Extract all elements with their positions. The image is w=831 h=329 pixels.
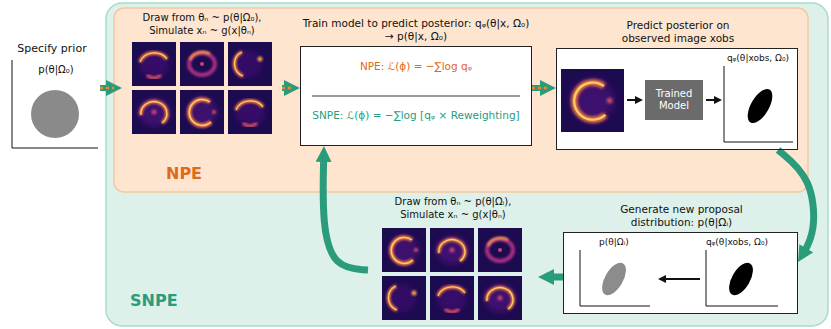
flow-arrow xyxy=(282,85,292,91)
connector-group xyxy=(282,88,292,89)
figure-part xyxy=(228,42,272,86)
small-arrow xyxy=(627,99,641,101)
posterior-ellipse xyxy=(743,85,778,127)
posterior-ellipse xyxy=(724,259,758,299)
trained-model-box: Trained Model xyxy=(645,80,703,120)
small-arrow xyxy=(660,278,700,280)
training-box: Train model to predict posterior: qᵩ(θ|x… xyxy=(300,46,532,146)
flow-arrow xyxy=(546,274,563,281)
step-heading: Generate new proposal distribution: p(θ|… xyxy=(614,203,749,229)
step-heading: Train model to predict posterior: qᵩ(θ|x… xyxy=(301,17,531,43)
connector-group xyxy=(323,154,368,270)
arrow-dash xyxy=(282,87,292,90)
plot-axes xyxy=(724,66,793,142)
figure-part xyxy=(228,90,272,134)
plot-label: p(θ|Ωᵢ) xyxy=(578,237,650,248)
plot-axes xyxy=(580,250,650,306)
prior-disc xyxy=(31,90,79,138)
lens-image-grid xyxy=(382,228,522,320)
arrow-dash xyxy=(532,87,548,90)
box-fill xyxy=(563,232,798,314)
npe-region-fill xyxy=(114,8,808,192)
divider-line xyxy=(312,96,520,97)
figure-part xyxy=(382,276,426,320)
lens-image-grid xyxy=(132,42,272,134)
figure-part xyxy=(132,42,176,86)
plot-label: p(θ|Ω₀) xyxy=(12,64,100,77)
small-arrow xyxy=(706,99,720,101)
connector-group xyxy=(546,277,563,278)
simulation-panel: Draw from θₙ ~ p(θ|Ω₀), Simulate xₙ ~ g(… xyxy=(122,12,282,142)
figure-part xyxy=(478,228,522,272)
loss-formula: NPE: ℒ(ϕ) = −∑log qᵩ xyxy=(301,60,531,73)
proposal-box: Generate new proposal distribution: p(θ|… xyxy=(563,232,798,314)
plot-label: qᵩ(θ|xobs, Ω₀) xyxy=(720,53,796,64)
step-heading: Draw from θₙ ~ p(θ|Ω₀), Simulate xₙ ~ g(… xyxy=(127,12,277,37)
connector-group xyxy=(778,150,814,255)
figure-part xyxy=(382,228,426,272)
box-fill xyxy=(556,48,798,150)
loss-formula: SNPE: ℒ(ϕ) = −∑log [qᵩ × Reweighting] xyxy=(301,109,531,122)
plot-label: qᵩ(θ|xobs, Ω₀) xyxy=(700,237,774,248)
region-label: NPE xyxy=(166,164,226,184)
flow-arrow xyxy=(100,85,114,91)
box-label: Trained Model xyxy=(647,88,701,113)
step-heading: Specify prior xyxy=(4,42,100,56)
observed-image xyxy=(561,69,624,132)
prior-panel: Specify prior p(θ|Ω₀) xyxy=(4,40,100,152)
snpe-region: SNPE NPE Draw from θₙ ~ p(θ|Ω₀), Simulate … xyxy=(106,3,828,326)
proposal-ellipse xyxy=(597,259,631,299)
arrow-dash xyxy=(100,87,114,90)
flow-arrow xyxy=(778,150,814,255)
prediction-box: Predict posterior on observed image xobs… xyxy=(556,48,798,150)
figure-part xyxy=(180,90,224,134)
simulation-panel: Draw from θₙ ~ p(θ|Ωᵢ), Simulate xₙ ~ g(… xyxy=(368,196,538,322)
step-heading: Draw from θₙ ~ p(θ|Ωᵢ), Simulate xₙ ~ g(… xyxy=(378,196,528,221)
flow-arrow xyxy=(323,154,368,270)
step-heading: Predict posterior on observed image xobs xyxy=(610,19,746,45)
snpe-region-fill xyxy=(106,3,828,326)
flow-arrow xyxy=(532,85,548,91)
figure-part xyxy=(132,90,176,134)
figure-part xyxy=(430,276,474,320)
connector-group xyxy=(532,88,548,89)
figure-part xyxy=(478,276,522,320)
box-fill xyxy=(300,46,532,146)
npe-region: NPE Draw from θₙ ~ p(θ|Ω₀), Simulate xₙ ~… xyxy=(114,8,808,192)
figure-part xyxy=(180,42,224,86)
region-label: SNPE xyxy=(130,291,200,311)
connector-group xyxy=(100,88,114,89)
figure-part xyxy=(430,228,474,272)
plot-axes xyxy=(706,250,778,306)
